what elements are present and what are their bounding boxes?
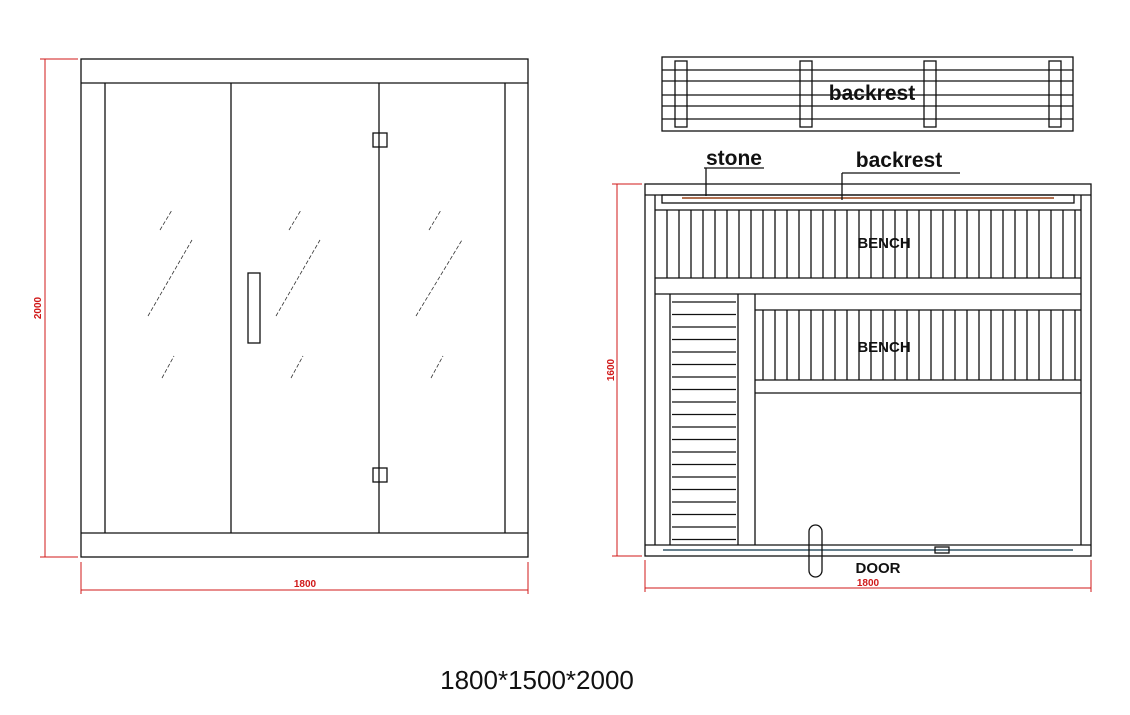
hinge-bottom [372,467,388,483]
upper-bench-slats [666,210,1076,278]
stone-label: stone [706,147,762,170]
backrest-view: backrest [661,56,1074,132]
depth-dimension: 1600 [606,358,617,381]
front-frame [80,58,529,558]
backrest-post [1048,60,1062,128]
front-view: 2000 1800 [33,58,529,594]
plan-frame [644,183,1092,557]
backrest-post [799,60,813,128]
backrest-frame [661,56,1074,132]
plan-view: BENCH BENCH DOOR stone backrest 1600 180… [606,147,1092,592]
plan-width-dimension: 1800 [857,578,880,589]
upper-bench-label: BENCH [857,235,910,252]
door-handle [247,272,261,344]
hinge-top [372,132,388,148]
glass-reflections [147,209,463,379]
door-handle-plan [808,524,823,578]
door-label: DOOR [856,560,901,577]
backrest-post [674,60,688,128]
overall-dimensions-caption: 1800*1500*2000 [440,665,634,695]
backrest-label: backrest [856,149,942,172]
height-dimension: 2000 [33,296,44,319]
backrest-strip [661,194,1075,204]
ladder-rungs [672,301,736,541]
lower-bench-slats [762,310,1076,380]
backrest-title: backrest [829,82,915,105]
width-dimension: 1800 [294,579,317,590]
door-hinge [934,546,950,554]
lower-bench-label: BENCH [857,339,910,356]
backrest-post [923,60,937,128]
